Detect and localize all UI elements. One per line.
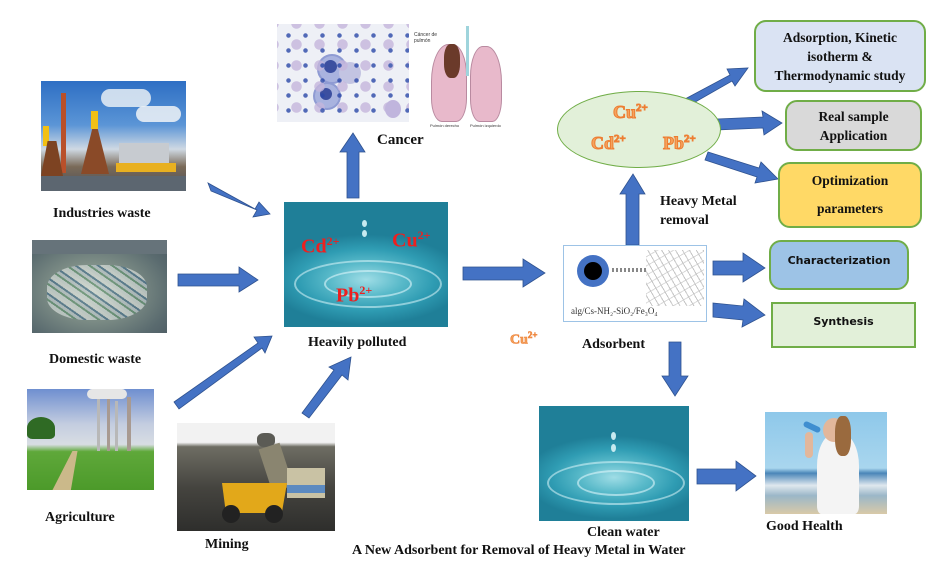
stray-cu-ion: Cu2+ xyxy=(510,330,538,348)
diagram-title: A New Adsorbent for Removal of Heavy Met… xyxy=(352,543,686,558)
good-health-image xyxy=(765,412,887,514)
synthesis-text: Synthesis xyxy=(813,314,874,328)
optimization-line1: Optimization xyxy=(811,173,889,188)
removal-label-line1: Heavy Metal xyxy=(660,194,737,209)
arrow-to-characterization xyxy=(712,252,766,283)
mining-image xyxy=(177,423,335,531)
heavy-metal-ellipse xyxy=(557,91,721,168)
agriculture-label: Agriculture xyxy=(45,510,115,525)
mining-label: Mining xyxy=(205,537,249,552)
adsorbent-formula: alg/Cs-NH₂-SiO₂/Fe₃O₄ xyxy=(571,306,658,316)
arrow-polluted-to-adsorbent xyxy=(462,258,546,288)
optimization-line2: parameters xyxy=(817,201,883,216)
real-sample-line2: Application xyxy=(819,127,888,143)
cancer-cells-image xyxy=(277,24,409,122)
ion-pb-removal: Pb2+ xyxy=(662,133,696,154)
arrow-mining-to-polluted xyxy=(301,356,352,419)
good-health-label: Good Health xyxy=(766,519,843,534)
agriculture-image xyxy=(27,389,154,490)
characterization-text: Characterization xyxy=(787,253,891,267)
lung-cancer-diagram: Cáncer de pulmón Pulmón derecho Pulmón i… xyxy=(410,24,510,134)
study-line1: Adsorption, Kinetic xyxy=(782,29,897,45)
arrow-domestic-to-polluted xyxy=(177,266,259,293)
arrow-to-clean-water xyxy=(661,341,689,397)
study-line3: Thermodynamic study xyxy=(774,67,906,83)
polluted-water-image: Cd2+ Cu2+ Pb2+ xyxy=(284,202,448,327)
ion-cd-polluted: Cd2+ xyxy=(301,234,340,258)
arrow-to-optimization xyxy=(704,151,779,184)
ion-pb-polluted: Pb2+ xyxy=(336,283,373,307)
domestic-waste-label: Domestic waste xyxy=(49,352,142,367)
characterization-box: Characterization xyxy=(769,240,909,290)
arrow-clean-to-health xyxy=(696,460,757,492)
arrow-to-synthesis xyxy=(712,298,766,328)
polymer-chain-icon xyxy=(612,268,646,272)
adsorbent-structure-box: alg/Cs-NH₂-SiO₂/Fe₃O₄ xyxy=(563,245,707,322)
lung-tumor-caption: Cáncer de pulmón xyxy=(414,32,438,44)
real-sample-line1: Real sample xyxy=(818,108,889,124)
arrow-adsorbent-to-removal xyxy=(619,173,646,246)
study-line2: isotherm & xyxy=(807,48,873,64)
removal-label-line2: removal xyxy=(660,213,709,228)
clean-water-image xyxy=(539,406,689,521)
synthesis-box: Synthesis xyxy=(771,302,916,348)
ion-cd-removal: Cd2+ xyxy=(590,133,626,154)
arrow-to-study xyxy=(684,67,749,106)
industries-waste-image xyxy=(41,81,186,191)
industries-waste-label: Industries waste xyxy=(53,206,151,221)
lung-right-caption: Pulmón derecho xyxy=(430,123,460,128)
lung-left-caption: Pulmón izquierdo xyxy=(470,123,501,128)
heavy-metal-removal-label: Heavy Metal removal xyxy=(660,192,737,230)
ion-cu-polluted: Cu2+ xyxy=(392,228,431,252)
ion-cu-removal: Cu2+ xyxy=(612,102,648,123)
cancer-label: Cancer xyxy=(377,132,424,148)
adsorbent-label: Adsorbent xyxy=(582,337,646,352)
arrow-agriculture-to-polluted xyxy=(173,335,273,410)
optimization-box: Optimization parameters xyxy=(778,162,922,228)
domestic-waste-image xyxy=(32,240,167,333)
study-box: Adsorption, Kinetic isotherm & Thermodyn… xyxy=(754,20,926,92)
arrow-industries-to-polluted xyxy=(207,182,271,218)
clean-water-label: Clean water xyxy=(587,525,660,540)
real-sample-box: Real sample Application xyxy=(785,100,922,151)
arrow-to-real-sample xyxy=(716,110,783,136)
arrow-polluted-to-cancer xyxy=(339,132,366,199)
heavily-polluted-label: Heavily polluted xyxy=(308,335,407,350)
